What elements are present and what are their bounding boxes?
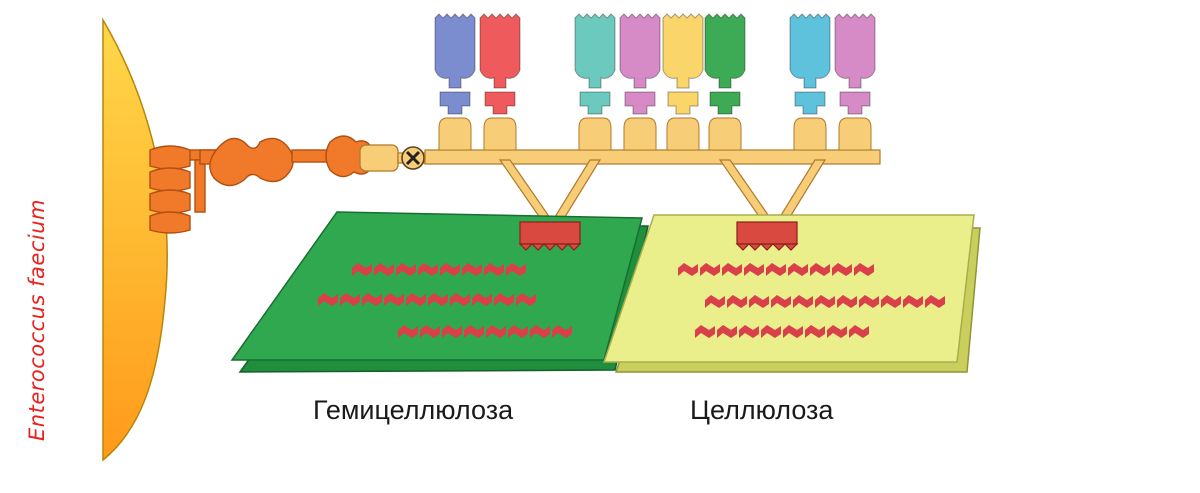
sugar-unit xyxy=(771,295,791,308)
carbohydrate-binding-module xyxy=(518,221,799,251)
sugar-unit xyxy=(530,325,550,338)
polysaccharide-chains xyxy=(318,263,945,338)
enzyme-module xyxy=(479,13,521,151)
enzyme-module xyxy=(574,13,616,151)
sugar-unit xyxy=(788,263,808,276)
sugar-unit xyxy=(472,293,492,306)
sugar-unit xyxy=(352,263,372,276)
sugar-unit xyxy=(384,293,404,306)
sugar-unit xyxy=(508,325,528,338)
sugar-unit xyxy=(552,325,572,338)
sugar-unit xyxy=(810,263,830,276)
sugar-unit xyxy=(464,325,484,338)
sugar-unit xyxy=(398,325,418,338)
sugar-unit xyxy=(484,263,504,276)
sugar-unit xyxy=(903,295,923,308)
sugar-unit xyxy=(727,295,747,308)
enzyme-module xyxy=(434,13,476,151)
bacterial-cell xyxy=(102,17,168,462)
sugar-unit xyxy=(837,295,857,308)
scaffold-backbone xyxy=(424,149,881,165)
hemicellulose-sheet xyxy=(230,211,649,373)
sugar-unit xyxy=(428,293,448,306)
sugar-unit xyxy=(318,293,338,306)
sugar-unit xyxy=(925,295,945,308)
sugar-unit xyxy=(722,263,742,276)
hemicellulose-label: Гемицеллюлоза xyxy=(313,395,514,425)
enzyme-modules xyxy=(434,13,876,151)
sugar-unit xyxy=(442,325,462,338)
sugar-unit xyxy=(793,295,813,308)
enzyme-module xyxy=(789,13,831,151)
sugar-unit xyxy=(832,263,852,276)
sugar-unit xyxy=(783,325,803,338)
sugar-unit xyxy=(678,263,698,276)
sugar-unit xyxy=(374,263,394,276)
sugar-unit xyxy=(406,293,426,306)
sugar-unit xyxy=(700,263,720,276)
sugar-unit xyxy=(462,263,482,276)
enzyme-module xyxy=(704,13,746,151)
sugar-unit xyxy=(805,325,825,338)
sugar-unit xyxy=(695,325,715,338)
sugar-unit xyxy=(450,293,470,306)
cellulose-label: Целлюлоза xyxy=(690,395,834,425)
anchor-protein xyxy=(149,135,377,234)
sugar-unit xyxy=(827,325,847,338)
sugar-unit xyxy=(705,295,725,308)
sugar-unit xyxy=(849,325,869,338)
sugar-unit xyxy=(859,295,879,308)
organism-label: Enterococcus faecium xyxy=(25,199,49,441)
sugar-unit xyxy=(494,293,514,306)
sugar-unit xyxy=(766,263,786,276)
sugar-unit xyxy=(739,325,759,338)
enzyme-module xyxy=(619,13,661,151)
enzyme-module xyxy=(662,13,704,151)
sugar-unit xyxy=(749,295,769,308)
sugar-unit xyxy=(420,325,440,338)
sugar-unit xyxy=(815,295,835,308)
sugar-unit xyxy=(881,295,901,308)
sugar-unit xyxy=(744,263,764,276)
sugar-unit xyxy=(516,293,536,306)
sugar-unit xyxy=(506,263,526,276)
sugar-unit xyxy=(362,293,382,306)
sugar-unit xyxy=(440,263,460,276)
sugar-unit xyxy=(761,325,781,338)
scaffold-arms xyxy=(498,159,827,226)
sugar-unit xyxy=(486,325,506,338)
sugar-unit xyxy=(418,263,438,276)
enzyme-module xyxy=(834,13,876,151)
sugar-unit xyxy=(854,263,874,276)
sugar-unit xyxy=(396,263,416,276)
sugar-unit xyxy=(340,293,360,306)
sugar-unit xyxy=(717,325,737,338)
